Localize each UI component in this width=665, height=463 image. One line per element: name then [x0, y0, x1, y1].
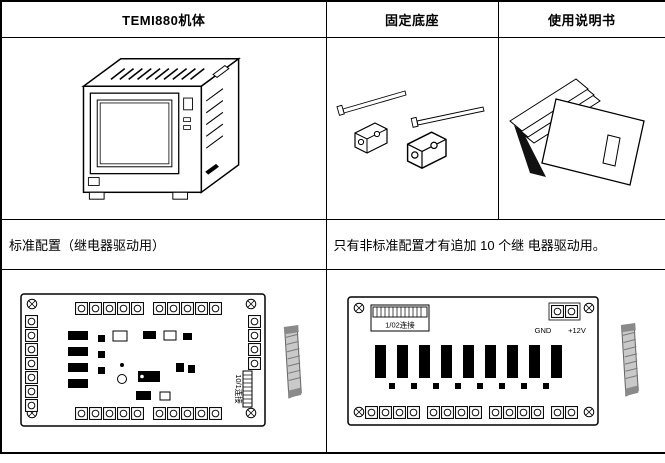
- board-row: 10/1连接: [0, 268, 665, 454]
- relay-board-standard-icon: 10/1连接: [20, 293, 302, 427]
- top-vent-slots: [110, 67, 205, 81]
- screw-rod-1: [335, 90, 407, 116]
- relay-board-optional-icon: 1/02连接 GND +12V: [347, 296, 639, 426]
- board-right-connector-label: 1/02连接: [385, 319, 415, 329]
- ribbon-cable-icon: [619, 322, 639, 397]
- header-cell-base: 固定底座: [325, 0, 499, 38]
- cell-board-standard: 10/1连接: [0, 268, 327, 454]
- relay-bank: [374, 344, 562, 389]
- board-left-connector-label: 10/1连接: [234, 374, 244, 404]
- header-device-label: TEMI880机体: [122, 12, 206, 28]
- terminal-column-left: [24, 314, 38, 412]
- header-cell-manual: 使用说明书: [497, 0, 665, 38]
- plus12v-label: +12V: [568, 326, 586, 335]
- header-base-label: 固定底座: [384, 12, 439, 28]
- cell-device-illustration: [0, 36, 327, 220]
- power-terminal: GND +12V: [534, 302, 586, 335]
- screw-rod-2: [410, 106, 485, 128]
- io-connector: 10/1连接: [234, 370, 253, 408]
- cell-bracket-illustration: [325, 36, 499, 220]
- manual-books-icon: [509, 78, 646, 186]
- header-row: TEMI880机体 固定底座 使用说明书: [0, 0, 665, 38]
- side-vent-slots: [205, 88, 223, 149]
- cell-caption-standard: 标准配置（继电器驱动用）: [0, 218, 327, 270]
- cell-manual-illustration: [497, 36, 665, 220]
- caption-standard-text: 标准配置（继电器驱动用）: [9, 237, 166, 253]
- cell-board-optional: 1/02连接 GND +12V: [325, 268, 665, 454]
- temi880-device-icon: [81, 57, 241, 200]
- mounting-bracket-icon: [335, 90, 485, 169]
- header-cell-device: TEMI880机体: [0, 0, 327, 38]
- io2-connector: 1/02连接: [370, 304, 430, 332]
- board-components: [67, 330, 195, 401]
- caption-optional-text: 只有非标准配置才有追加 10 个继 电器驱动用。: [333, 237, 606, 253]
- gnd-label: GND: [534, 326, 551, 335]
- bracket-large: [406, 131, 447, 169]
- bracket-small: [353, 122, 388, 154]
- illustration-row: [0, 36, 665, 220]
- cell-caption-optional: 只有非标准配置才有追加 10 个继 电器驱动用。: [325, 218, 665, 270]
- caption-row: 标准配置（继电器驱动用） 只有非标准配置才有追加 10 个继 电器驱动用。: [0, 218, 665, 270]
- ribbon-cable-icon: [282, 324, 302, 399]
- header-manual-label: 使用说明书: [547, 12, 616, 28]
